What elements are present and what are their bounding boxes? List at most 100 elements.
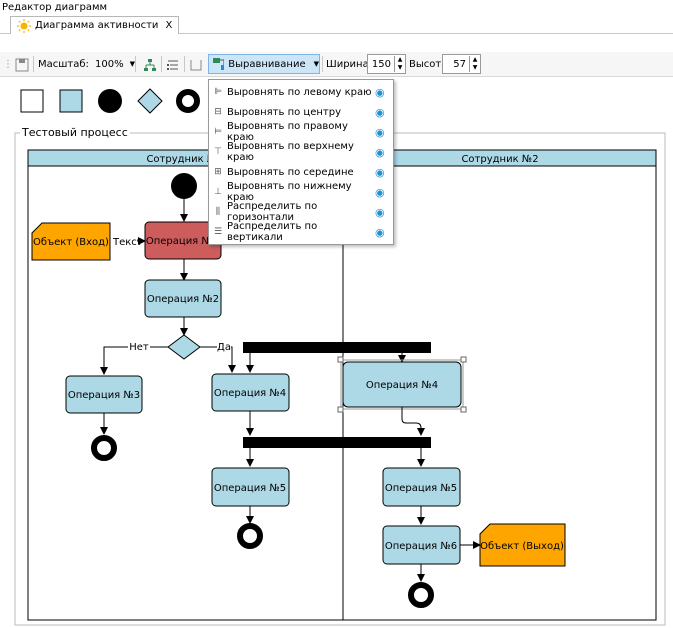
eye-icon[interactable]: ◉	[375, 165, 385, 179]
align-icon	[213, 58, 225, 70]
align-dropdown-button[interactable]: Выравнивание ▼	[208, 54, 320, 74]
list-button[interactable]	[163, 54, 183, 76]
height-stepper[interactable]: 57 ▲▼	[442, 54, 481, 74]
eye-icon[interactable]: ◉	[375, 85, 385, 99]
align-center-icon: ⊟	[214, 107, 222, 117]
height-value: 57	[453, 58, 466, 70]
end-node[interactable]	[237, 523, 263, 549]
output-object-label: Объект (Выход)	[480, 541, 564, 552]
distribute-vertical-icon: ☰	[213, 227, 223, 237]
eye-icon[interactable]: ◉	[375, 145, 385, 159]
activity-op3-label: Операция №3	[68, 390, 140, 401]
tab-label: Диаграмма активности	[35, 20, 159, 31]
scale-label: Масштаб:	[38, 58, 89, 70]
flow-label-text: Текст	[112, 237, 143, 248]
scale-value: 100%	[95, 58, 124, 70]
chevron-up-icon[interactable]: ▲	[397, 56, 403, 63]
activity-op4-right-label: Операция №4	[366, 380, 438, 391]
guard-yes-bg	[217, 341, 231, 352]
hierarchy-icon	[144, 59, 156, 71]
list-icon	[167, 60, 178, 70]
eye-icon[interactable]: ◉	[375, 205, 385, 219]
menu-item-distribute-vertical[interactable]: ☰ Распределить по вертикали ◉	[209, 221, 393, 243]
activity-op4-left-label: Операция №4	[214, 388, 286, 399]
input-object[interactable]	[31, 222, 111, 261]
hierarchy-button[interactable]	[140, 54, 160, 76]
distribute-horizontal-icon: ⫼	[215, 207, 221, 217]
align-right-icon: ⊨	[214, 127, 222, 137]
guard-no-bg	[128, 341, 150, 352]
menu-item-label: Выровнять по верхнему краю	[227, 141, 354, 163]
palette-object-shape[interactable]	[20, 89, 44, 113]
tab-diagram[interactable]: Диаграмма активности X	[10, 16, 180, 34]
chevron-down-icon: ▼	[129, 60, 135, 68]
menu-item-label: Выровнять по правому краю	[227, 121, 348, 143]
flow-edge	[401, 407, 425, 436]
palette-end-shape[interactable]	[176, 89, 200, 113]
menu-item-label: Выровнять по середине	[227, 166, 354, 178]
align-left-icon: ⊫	[214, 87, 222, 97]
menu-item-distribute-horizontal[interactable]: ⫼ Распределить по горизонтали ◉	[209, 201, 393, 223]
activity-op1-label: Операция №1	[146, 236, 218, 247]
end-node[interactable]	[408, 582, 434, 608]
decision-node[interactable]	[167, 334, 201, 360]
save-icon	[15, 58, 29, 72]
align-middle-icon: ⊞	[214, 167, 222, 177]
tab-close-button[interactable]: X	[165, 20, 173, 31]
palette-activity-shape[interactable]	[59, 89, 83, 113]
menu-item-label: Распределить по вертикали	[227, 221, 318, 243]
flow-edge-yes	[200, 346, 236, 373]
eye-icon[interactable]: ◉	[375, 125, 385, 139]
width-label: Ширина	[326, 58, 369, 70]
input-object-label: Объект (Вход)	[33, 237, 109, 248]
align-top-icon: ⊤	[214, 147, 222, 157]
save-button[interactable]	[12, 54, 32, 76]
fork-bar-1[interactable]	[243, 342, 431, 353]
eye-icon[interactable]: ◉	[375, 185, 385, 199]
end-node[interactable]	[91, 435, 117, 461]
height-label: Высота	[409, 58, 448, 70]
activity-op2[interactable]	[144, 279, 222, 318]
eye-icon[interactable]: ◉	[375, 105, 385, 119]
chevron-up-icon[interactable]: ▲	[472, 56, 478, 63]
menu-item-label: Выровнять по левому краю	[227, 86, 372, 98]
shape-palette	[20, 88, 200, 114]
menu-item-label: Распределить по горизонтали	[227, 201, 318, 223]
menu-item-align-bottom[interactable]: ⊥ Выровнять по нижнему краю ◉	[209, 181, 393, 203]
chevron-down-icon: ▼	[313, 60, 319, 68]
menu-item-label: Выровнять по нижнему краю	[227, 181, 352, 203]
output-object[interactable]	[479, 523, 566, 567]
menu-item-align-right[interactable]: ⊨ Выровнять по правому краю ◉	[209, 121, 393, 143]
page-button[interactable]	[186, 54, 206, 76]
sun-icon	[17, 18, 31, 33]
align-label: Выравнивание	[228, 58, 306, 70]
activity-op2-label: Операция №2	[147, 294, 219, 305]
menu-item-align-center[interactable]: ⊟ Выровнять по центру ◉	[209, 102, 393, 122]
scale-select[interactable]: 100% ▼	[95, 54, 135, 74]
activity-op5-left-label: Операция №5	[214, 483, 286, 494]
palette-start-shape[interactable]	[98, 89, 122, 113]
chevron-down-icon[interactable]: ▼	[472, 64, 478, 71]
align-bottom-icon: ⊥	[214, 187, 222, 197]
toolbar: ⋮ Масштаб: 100% ▼ Выравнивание ▼ Ширина …	[0, 52, 673, 77]
toolbar-grip: ⋮	[3, 58, 13, 70]
palette-decision-shape[interactable]	[137, 88, 163, 114]
resize-handles[interactable]	[337, 356, 467, 413]
chevron-down-icon[interactable]: ▼	[397, 64, 403, 71]
eye-icon[interactable]: ◉	[375, 225, 385, 239]
menu-item-align-middle[interactable]: ⊞ Выровнять по середине ◉	[209, 162, 393, 182]
guard-yes-label: Да	[217, 342, 231, 353]
activity-op5-right-label: Операция №5	[385, 483, 457, 494]
start-node[interactable]	[171, 173, 197, 199]
tab-strip: Диаграмма активности X	[0, 13, 673, 34]
menu-item-label: Выровнять по центру	[227, 106, 341, 118]
page-icon	[190, 60, 202, 71]
window-title: Редактор диаграмм	[2, 2, 108, 13]
join-bar[interactable]	[243, 437, 431, 448]
group-title: Тестовый процесс	[20, 126, 130, 139]
lane-2-title: Сотрудник №2	[461, 154, 538, 165]
width-stepper[interactable]: 150 ▲▼	[367, 54, 406, 74]
menu-item-align-top[interactable]: ⊤ Выровнять по верхнему краю ◉	[209, 141, 393, 163]
align-dropdown-menu: ⊫ Выровнять по левому краю ◉ ⊟ Выровнять…	[208, 79, 394, 245]
menu-item-align-left[interactable]: ⊫ Выровнять по левому краю ◉	[209, 82, 393, 102]
